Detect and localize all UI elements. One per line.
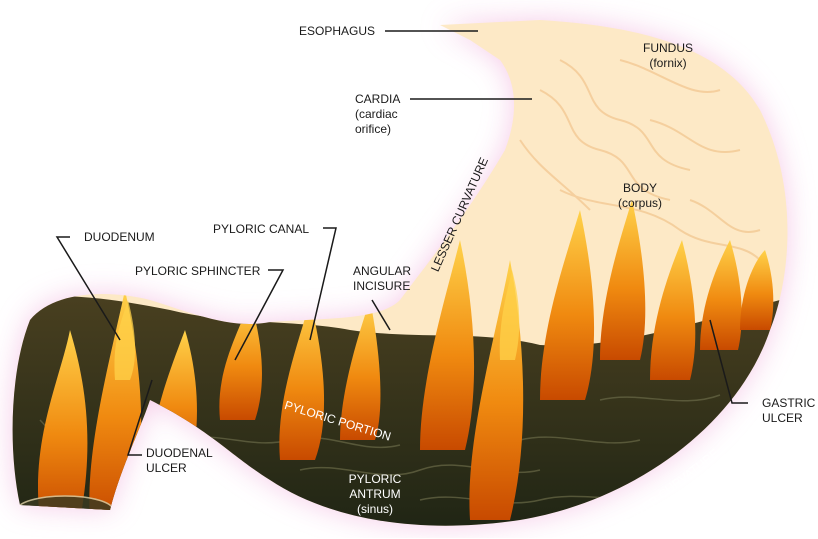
label-duodenal-ulcer-1: DUODENAL: [146, 446, 213, 461]
label-angular-incisure: ANGULAR INCISURE: [353, 264, 411, 294]
label-gastric-ulcer-2: ULCER: [762, 411, 815, 426]
label-body-sub: (corpus): [605, 196, 675, 211]
label-cardia-sub2: orifice): [355, 122, 400, 137]
label-duodenal-ulcer-2: ULCER: [146, 461, 213, 476]
label-duodenum: DUODENUM: [84, 230, 155, 245]
label-pyloric-antrum: PYLORIC ANTRUM (sinus): [340, 472, 410, 517]
label-pyloric-canal: PYLORIC CANAL: [213, 222, 309, 237]
label-esophagus: ESOPHAGUS: [299, 24, 375, 39]
label-angular-incisure-1: ANGULAR: [353, 264, 411, 279]
label-fundus-sub: (fornix): [638, 56, 698, 71]
label-duodenal-ulcer: DUODENAL ULCER: [146, 446, 213, 476]
label-pyloric-antrum-2: ANTRUM: [340, 487, 410, 502]
label-body: BODY (corpus): [605, 181, 675, 211]
label-gastric-ulcer-1: GASTRIC: [762, 396, 815, 411]
label-body-title: BODY: [605, 181, 675, 196]
label-gastric-ulcer: GASTRIC ULCER: [762, 396, 815, 426]
label-cardia-title: CARDIA: [355, 92, 400, 107]
label-angular-incisure-2: INCISURE: [353, 279, 411, 294]
label-pyloric-antrum-3: (sinus): [340, 502, 410, 517]
label-fundus-title: FUNDUS: [638, 41, 698, 56]
label-cardia-sub1: (cardiac: [355, 107, 400, 122]
label-fundus: FUNDUS (fornix): [638, 41, 698, 71]
label-cardia: CARDIA (cardiac orifice): [355, 92, 400, 137]
label-pyloric-antrum-1: PYLORIC: [340, 472, 410, 487]
label-pyloric-sphincter: PYLORIC SPHINCTER: [135, 264, 260, 279]
duodenum-opening: [17, 496, 113, 524]
